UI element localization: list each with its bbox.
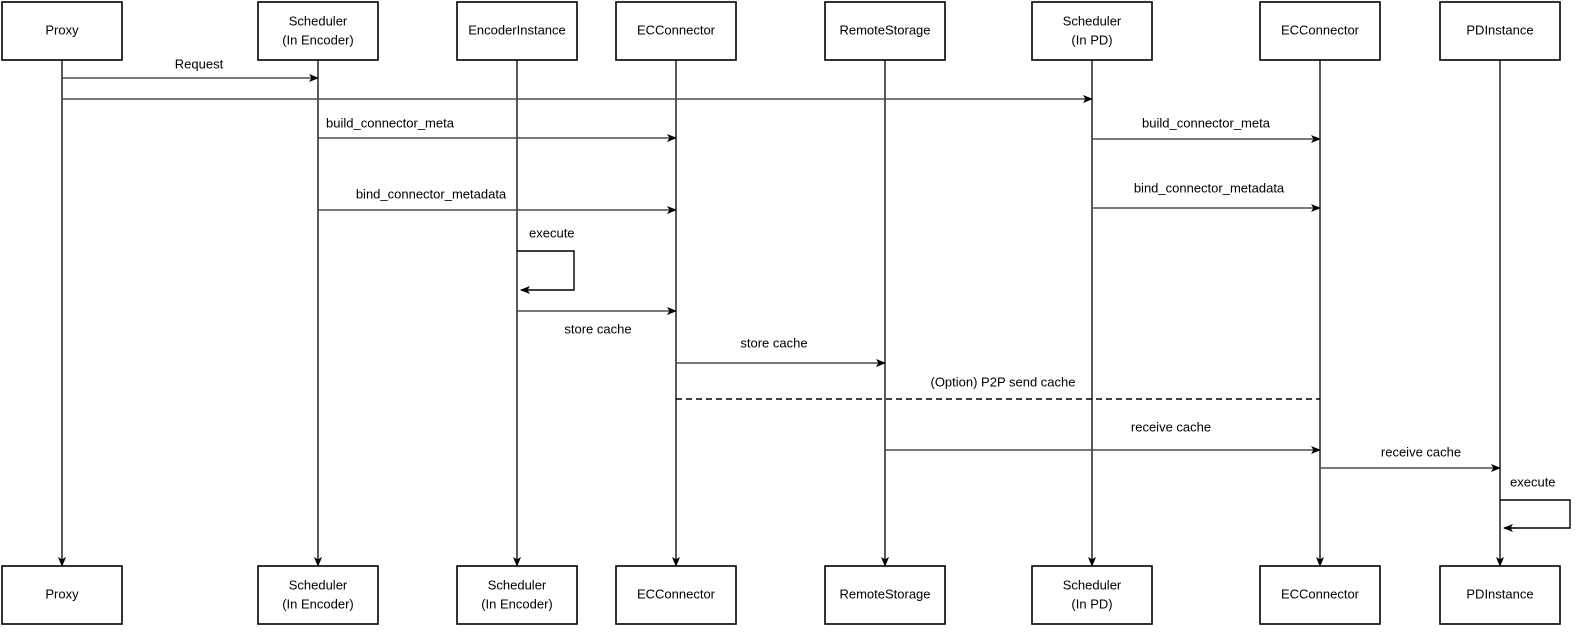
- participant-top-box-ec-connector-enc[interactable]: [615, 1, 737, 61]
- participant-bottom-label-ec-connector-pd: ECConnector: [1281, 586, 1360, 601]
- participant-bottom-label-scheduler-pd-line1: Scheduler: [1063, 577, 1122, 592]
- participant-top-label-remote-storage: RemoteStorage: [839, 22, 930, 37]
- participant-bottom-box-pd-instance[interactable]: [1439, 565, 1561, 625]
- message-label-m11: receive cache: [1381, 444, 1461, 459]
- lifelines-group: [58, 60, 1504, 567]
- message-label-m3: build_connector_meta: [326, 115, 455, 130]
- message-label-m4: build_connector_meta: [1142, 115, 1271, 130]
- participant-bottom-label-scheduler-pd-line2: (In PD): [1071, 596, 1112, 611]
- message-label-m5: bind_connector_metadata: [356, 186, 507, 201]
- self-call-label-s2: execute: [1510, 474, 1556, 489]
- message-label-m10: receive cache: [1131, 419, 1211, 434]
- participant-bottom-label-scheduler-encoder-line2: (In Encoder): [282, 596, 354, 611]
- participant-bottom-box-remote-storage[interactable]: [824, 565, 946, 625]
- participant-top-box-remote-storage[interactable]: [824, 1, 946, 61]
- message-label-m8: store cache: [740, 335, 807, 350]
- message-label-m7: store cache: [564, 321, 631, 336]
- message-label-m6: bind_connector_metadata: [1134, 180, 1285, 195]
- participant-top-box-scheduler-encoder[interactable]: [257, 1, 379, 61]
- self-call-loop-s1: [517, 250, 575, 294]
- participant-top-box-pd-instance[interactable]: [1439, 1, 1561, 61]
- bottom-participant-boxes: Proxy Scheduler (In Encoder) Scheduler (In E…: [1, 565, 1561, 625]
- participant-bottom-label-encoder-instance-line2: (In Encoder): [481, 596, 553, 611]
- self-call-loop-s2: [1500, 499, 1571, 532]
- self-calls-group: execute execute: [517, 225, 1571, 532]
- participant-bottom-label-pd-instance: PDInstance: [1466, 586, 1533, 601]
- participant-bottom-label-ec-connector-enc: ECConnector: [637, 586, 716, 601]
- message-label-m1: Request: [175, 56, 224, 71]
- participant-top-box-encoder-instance[interactable]: [456, 1, 578, 61]
- participant-top-label-scheduler-pd-line1: Scheduler: [1063, 13, 1122, 28]
- top-participant-boxes: Proxy Scheduler (In Encoder) EncoderInstanc…: [1, 1, 1561, 61]
- participant-top-label-ec-connector-enc: ECConnector: [637, 22, 716, 37]
- participant-bottom-box-encoder-instance[interactable]: [456, 565, 578, 625]
- participant-top-label-scheduler-pd-line2: (In PD): [1071, 32, 1112, 47]
- messages-group: Request build_connector_meta build_connect…: [62, 56, 1501, 472]
- participant-bottom-box-ec-connector-enc[interactable]: [615, 565, 737, 625]
- participant-bottom-box-proxy[interactable]: [1, 565, 123, 625]
- participant-bottom-box-scheduler-pd[interactable]: [1031, 565, 1153, 625]
- participant-top-label-scheduler-encoder-line2: (In Encoder): [282, 32, 354, 47]
- self-call-label-s1: execute: [529, 225, 575, 240]
- participant-top-label-ec-connector-pd: ECConnector: [1281, 22, 1360, 37]
- participant-top-label-pd-instance: PDInstance: [1466, 22, 1533, 37]
- participant-top-label-scheduler-encoder-line1: Scheduler: [289, 13, 348, 28]
- participant-top-box-scheduler-pd[interactable]: [1031, 1, 1153, 61]
- participant-bottom-label-remote-storage: RemoteStorage: [839, 586, 930, 601]
- participant-top-label-encoder-instance: EncoderInstance: [468, 22, 566, 37]
- participant-top-label-proxy: Proxy: [45, 22, 79, 37]
- participant-bottom-label-scheduler-encoder-line1: Scheduler: [289, 577, 348, 592]
- participant-bottom-label-proxy: Proxy: [45, 586, 79, 601]
- participant-bottom-box-ec-connector-pd[interactable]: [1259, 565, 1381, 625]
- message-label-m9: (Option) P2P send cache: [930, 374, 1075, 389]
- participant-bottom-label-encoder-instance-line1: Scheduler: [488, 577, 547, 592]
- participant-top-box-proxy[interactable]: [1, 1, 123, 61]
- participant-bottom-box-scheduler-encoder[interactable]: [257, 565, 379, 625]
- participant-top-box-ec-connector-pd[interactable]: [1259, 1, 1381, 61]
